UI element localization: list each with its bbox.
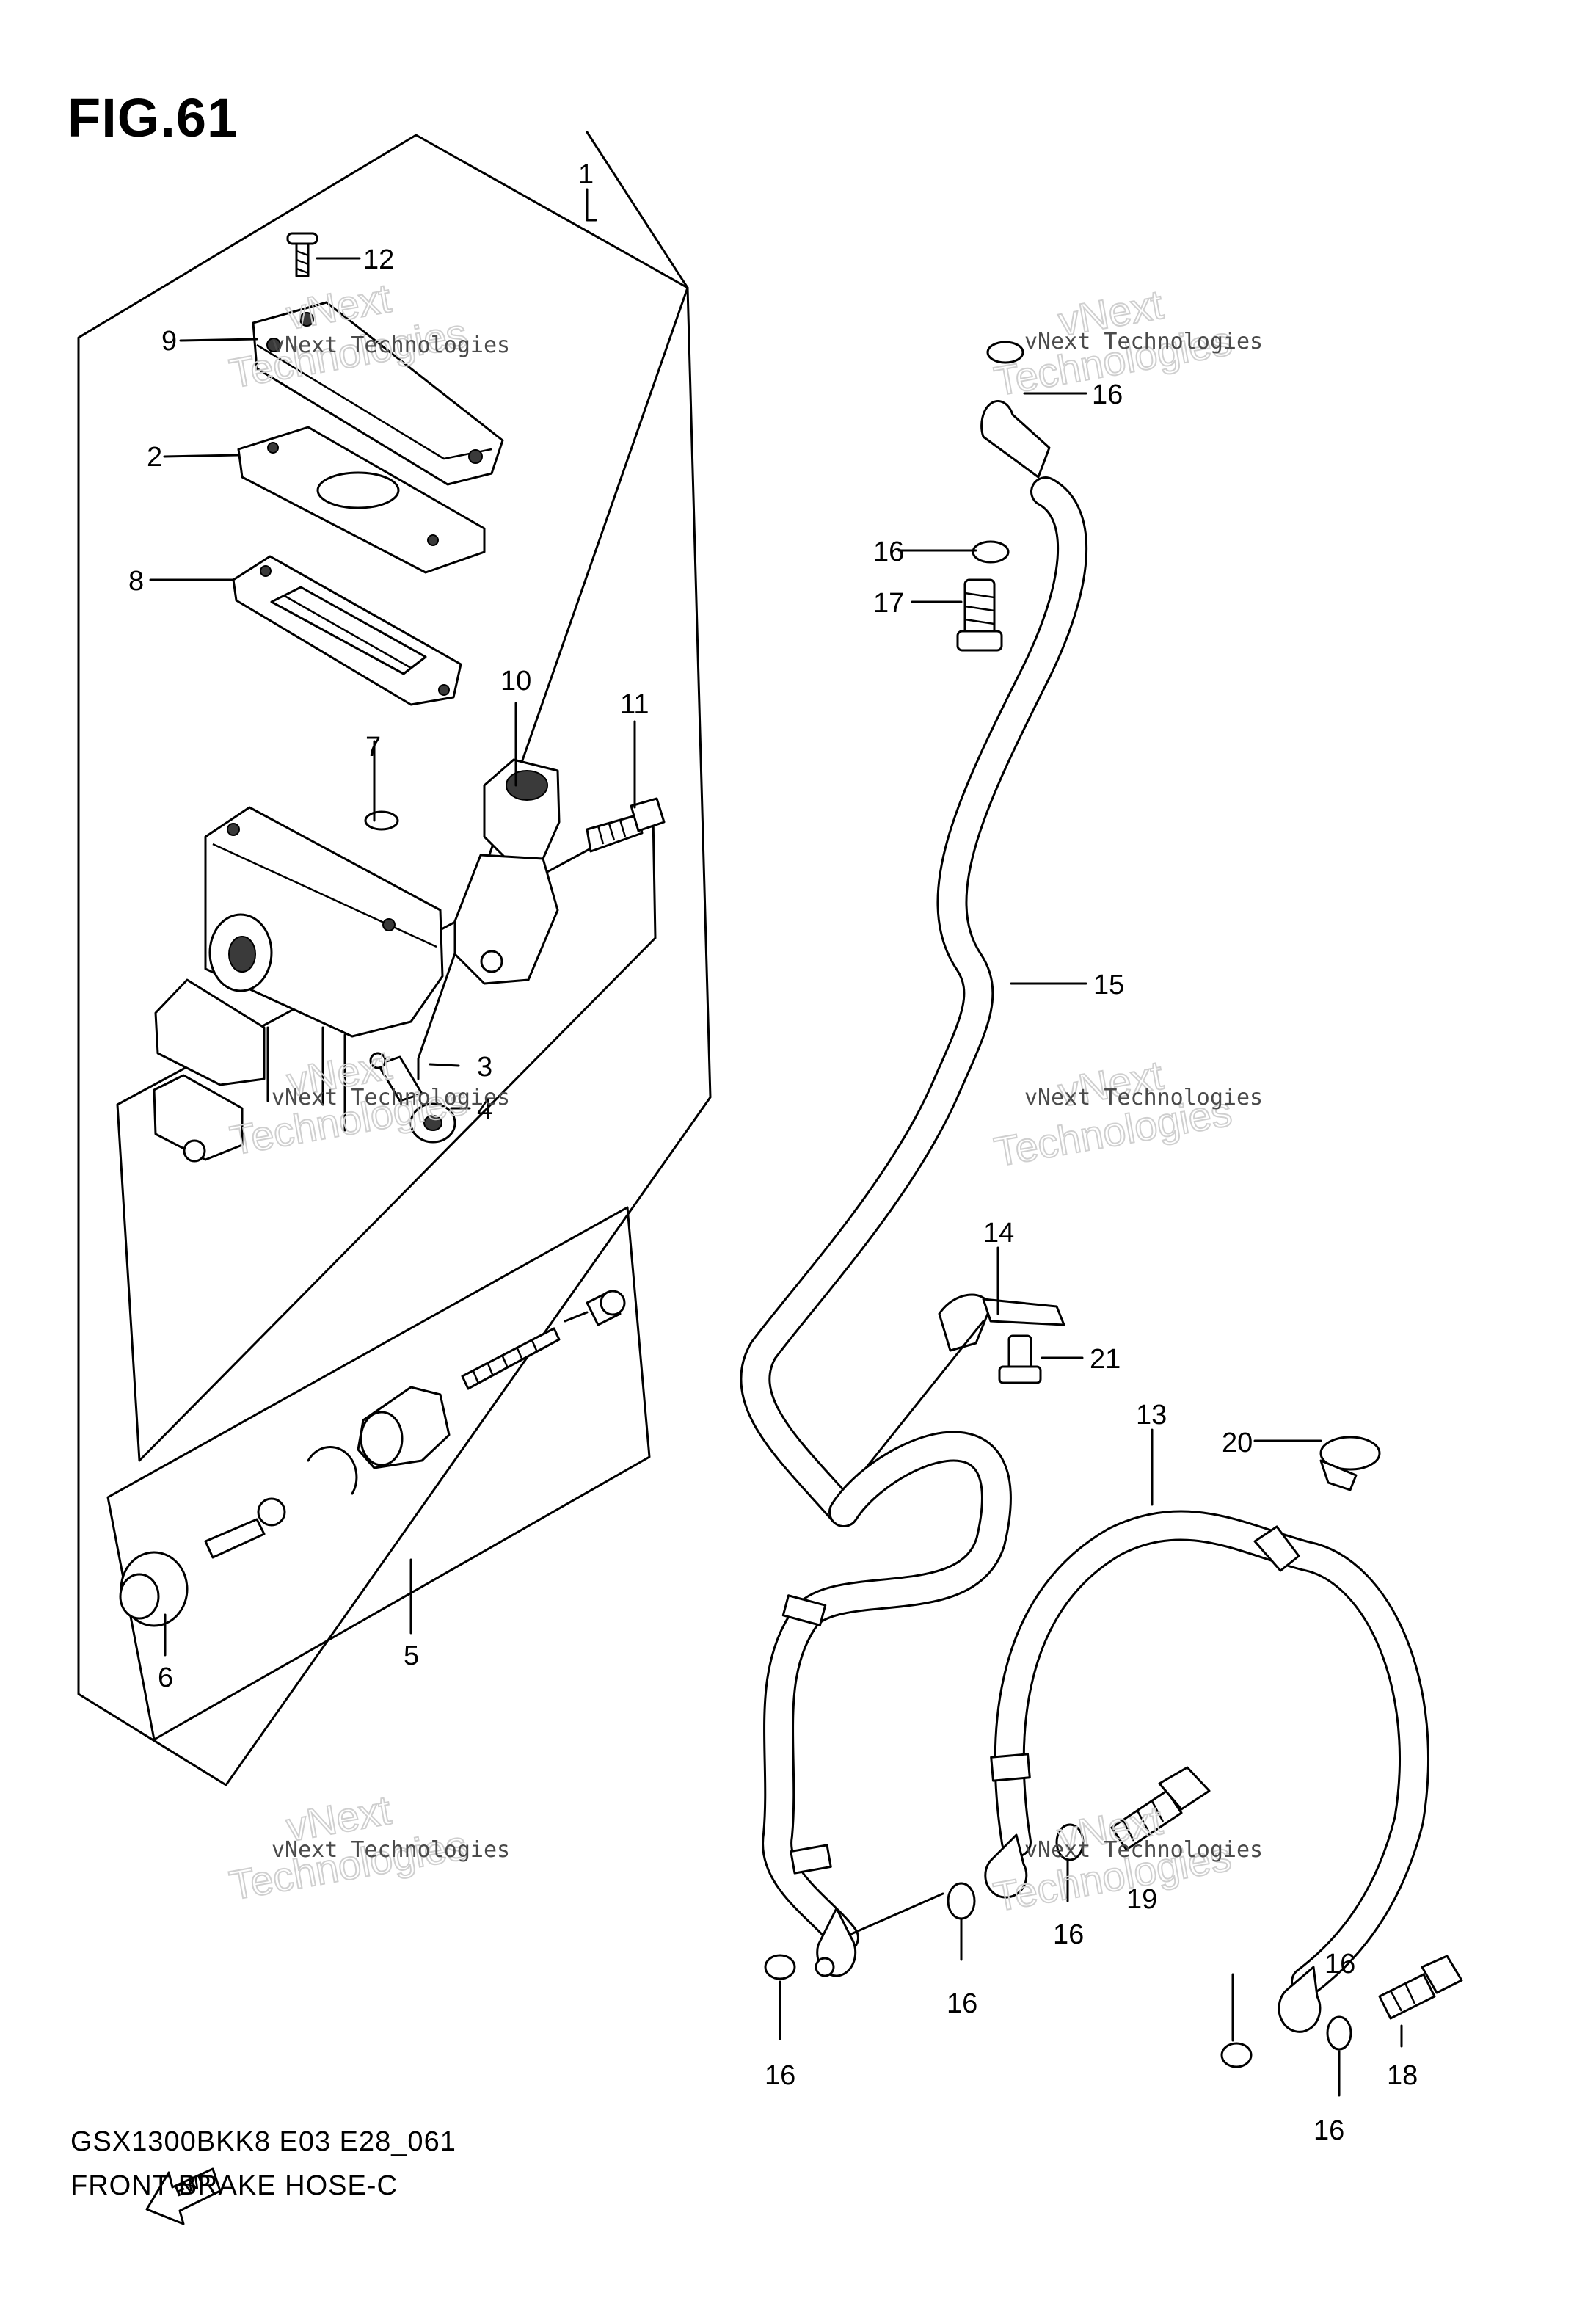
callout-19: 19: [1126, 1884, 1157, 1915]
callout-8: 8: [128, 566, 144, 597]
part-14-hose-clamp: [864, 1293, 1065, 1469]
callout-9: 9: [161, 326, 177, 357]
part-12-screw: [286, 232, 318, 277]
part-13-brake-hose: [984, 1510, 1429, 2033]
callout-5: 5: [404, 1640, 419, 1671]
part-19-banjo-bolt: [1110, 1766, 1211, 1851]
callout-7: 7: [365, 732, 381, 763]
callout-15: 15: [1093, 970, 1124, 1000]
part-7-pin-washer: [364, 740, 399, 831]
callout-12: 12: [363, 244, 394, 275]
watermark-text: vNext Technologies: [272, 1837, 510, 1863]
section-name: FRONT BRAKE HOSE-C: [70, 2170, 398, 2201]
part-10-holder: [453, 758, 561, 985]
callout-16-mid: 16: [1053, 1919, 1084, 1950]
callout-10: 10: [500, 666, 531, 697]
callout-6: 6: [158, 1662, 173, 1693]
callout-2: 2: [147, 442, 162, 473]
callout-4: 4: [477, 1094, 492, 1125]
model-code: GSX1300BKK8 E03 E28_061: [70, 2126, 456, 2157]
part-9-reservoir-cap: [252, 301, 504, 486]
callout-16-left: 16: [765, 2060, 795, 2091]
callout-16-upper: 16: [1092, 379, 1123, 410]
part-3-bleeder-screw: [369, 1052, 423, 1102]
callout-16-lower-right: 16: [1313, 2115, 1344, 2146]
master-cylinder-body: [153, 806, 444, 1163]
part-4-bleeder-cap: [409, 1102, 456, 1144]
part-5-piston-set: [119, 1290, 626, 1627]
part-21-bolt: [998, 1334, 1042, 1384]
part-15-brake-hose: [740, 476, 1088, 1977]
callout-1: 1: [578, 159, 594, 190]
callout-20: 20: [1222, 1428, 1253, 1458]
callout-21: 21: [1090, 1344, 1121, 1375]
watermark-text: vNext Technologies: [272, 1085, 510, 1110]
watermark-text: vNext Technologies: [1024, 1837, 1263, 1863]
callout-labels: 1 2 3 4 5 6 7 8 9 10 11 12 13 14 15 16 1…: [128, 159, 1418, 2146]
part-2-diaphragm-plate: [237, 426, 486, 574]
callout-16-right: 16: [1324, 1949, 1355, 1980]
leader-lines: [149, 188, 1403, 2097]
callout-16-upper-left: 16: [873, 537, 904, 567]
watermark-text: vNext Technologies: [1024, 329, 1263, 355]
callout-16-center: 16: [947, 1988, 977, 2019]
callout-18: 18: [1387, 2060, 1418, 2091]
watermark-text: vNext Technologies: [272, 332, 510, 358]
part-18-banjo-bolt: [1378, 1955, 1463, 2020]
part-11-bolt: [586, 797, 666, 853]
callout-17: 17: [873, 588, 904, 619]
callout-13: 13: [1136, 1400, 1167, 1431]
washer-16-lower: [1220, 2015, 1352, 2068]
part-20-hose-clip: [1319, 1436, 1381, 1491]
part-8-diaphragm: [232, 555, 462, 706]
watermark-text: vNext Technologies: [1024, 1085, 1263, 1110]
callout-11: 11: [620, 689, 649, 720]
callout-14: 14: [983, 1218, 1014, 1248]
figure-title: FIG.61: [68, 87, 238, 148]
callout-3: 3: [477, 1052, 492, 1083]
upper-banjo-fitting: [956, 341, 1051, 652]
